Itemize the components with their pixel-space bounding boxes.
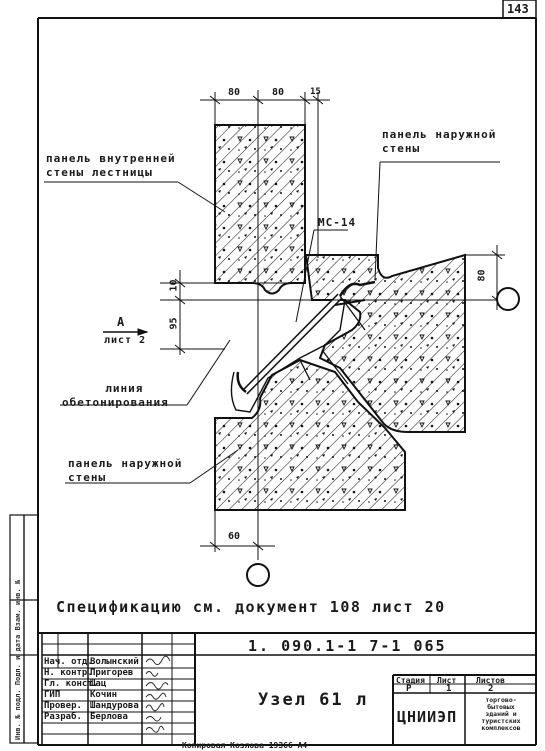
label-inner-panel: панель внутренней стены лестницы — [46, 152, 176, 180]
spec-note: Спецификацию см. документ 108 лист 20 — [56, 598, 446, 616]
label-outer-panel-top-line2: стены — [382, 142, 421, 155]
concreting-zone — [230, 299, 346, 413]
staff-role-2: Н. контр. — [44, 668, 93, 678]
org-detail-1: торгово- — [485, 696, 517, 704]
staff-name-4: Кочин — [90, 690, 118, 700]
org-detail-3: зданий и — [485, 710, 517, 718]
staff-name-6: Берлова — [90, 712, 128, 722]
section-marker-sheet: лист 2 — [104, 335, 147, 346]
dim-left-95: 95 — [168, 317, 180, 330]
page-number: 143 — [507, 2, 529, 16]
org-detail-4: туристских — [481, 717, 521, 725]
label-outer-panel-bottom-line2: стены — [68, 471, 107, 484]
staff-roles: Нач. отд. Н. контр. Гл. конст. ГИП Прове… — [44, 657, 98, 723]
label-outer-panel-bottom-line1: панель наружной — [68, 457, 183, 470]
sheets-header: Листов — [476, 676, 505, 685]
axis-marker-right — [496, 287, 520, 311]
footer-copy: Копировал Козлова 19366 А4 — [182, 741, 308, 750]
org-detail-5: комплексов — [481, 724, 521, 732]
label-concreting-line: линия обетонирования — [62, 382, 169, 410]
stage-header: Стадия — [396, 676, 425, 685]
dim-bottom: 60 — [228, 531, 241, 542]
label-outer-panel-bottom: панель наружной стены — [68, 457, 182, 485]
dim-top-2: 80 — [272, 87, 285, 98]
tie-mc14 — [236, 280, 376, 395]
staff-role-6: Разраб. — [44, 712, 82, 722]
sheet-header: Лист — [437, 676, 457, 685]
staff-name-1: Волынский — [90, 657, 139, 667]
stage-value: Р — [406, 684, 412, 694]
org-detail-2: бытовых — [487, 703, 515, 711]
binding-strip — [9, 514, 39, 744]
staff-role-1: Нач. отд. — [44, 657, 93, 667]
staff-name-5: Шандурова — [90, 701, 139, 711]
signatures — [145, 655, 171, 733]
staff-name-2: Пригорев — [90, 668, 134, 678]
node-title: Узел 61 л — [258, 690, 369, 710]
doc-code: 1. 090.1-1 7-1 065 — [248, 637, 447, 655]
label-outer-panel-top-line1: панель наружной — [382, 128, 497, 141]
staff-names: Волынский Пригорев Шац Кочин Шандурова Б… — [90, 657, 139, 723]
title-block-lines — [38, 632, 536, 745]
org-detail: торгово- бытовых зданий и туристских ком… — [468, 697, 534, 732]
staff-role-3: Гл. конст. — [44, 679, 99, 689]
label-concreting-line2: обетонирования — [62, 396, 169, 409]
leader-lines — [44, 161, 500, 484]
org-name: ЦНИИЭП — [397, 708, 458, 726]
staff-name-3: Шац — [90, 679, 107, 689]
margin-text: Инв. № подл. Подп. и дата Взам. инв. № — [14, 579, 22, 740]
label-inner-panel-line1: панель внутренней — [46, 152, 176, 165]
dim-left-10: 10 — [168, 279, 180, 292]
dim-right: 80 — [476, 269, 488, 282]
dimension-lines — [160, 90, 505, 560]
section-marker-letter: А — [117, 315, 126, 329]
axis-marker-bottom — [246, 563, 270, 587]
section-arrow — [103, 328, 149, 336]
label-concreting-line1: линия — [105, 382, 144, 395]
sheet-value: 1 — [446, 684, 452, 694]
label-outer-panel-top: панель наружной стены — [382, 128, 496, 156]
label-tie: МС-14 — [318, 216, 357, 229]
label-inner-panel-line2: стены лестницы — [46, 166, 153, 179]
staff-role-5: Провер. — [44, 701, 82, 711]
staff-role-4: ГИП — [44, 690, 61, 700]
sheets-value: 2 — [488, 684, 494, 694]
dim-top-1: 80 — [228, 87, 241, 98]
dim-top-3: 15 — [310, 87, 321, 97]
